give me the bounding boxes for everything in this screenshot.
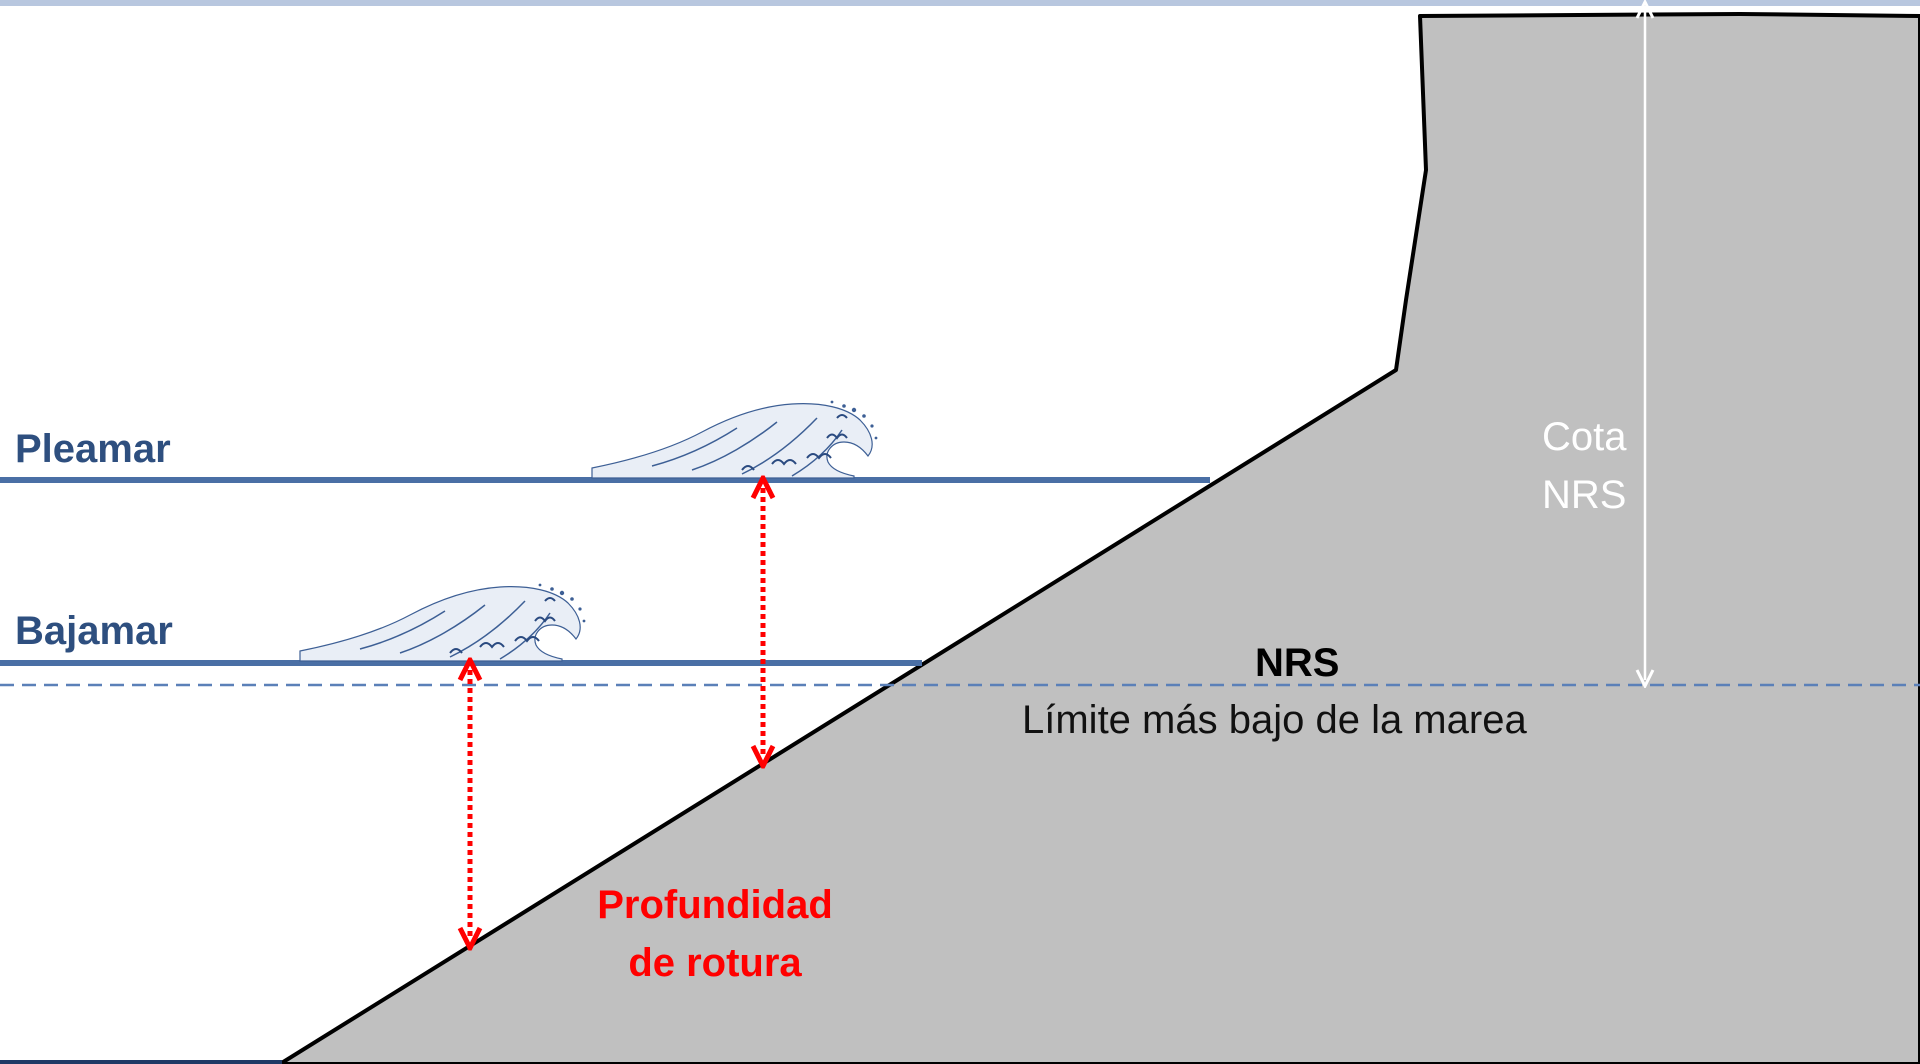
lowest-tide-limit-label: Límite más bajo de la marea [1022,698,1527,742]
nrs-label: NRS [1255,641,1340,685]
nrs-elevation-label-line1: Cota [1542,415,1627,459]
terrain-profile [278,12,1920,1064]
wave-icon-high-tide [591,399,879,479]
high-tide-label: Pleamar [15,427,171,471]
wave-icon-low-tide [299,582,587,662]
breaking-depth-label-line1: Profundidad [597,883,833,927]
low-tide-label: Bajamar [15,609,173,653]
breaking-depth-label: Profundidad de rotura [585,876,845,992]
top-border [0,0,1920,6]
breaking-depth-label-line2: de rotura [628,941,802,985]
nrs-elevation-label-line2: NRS [1542,473,1627,517]
nrs-elevation-label: Cota NRS [1542,408,1627,524]
